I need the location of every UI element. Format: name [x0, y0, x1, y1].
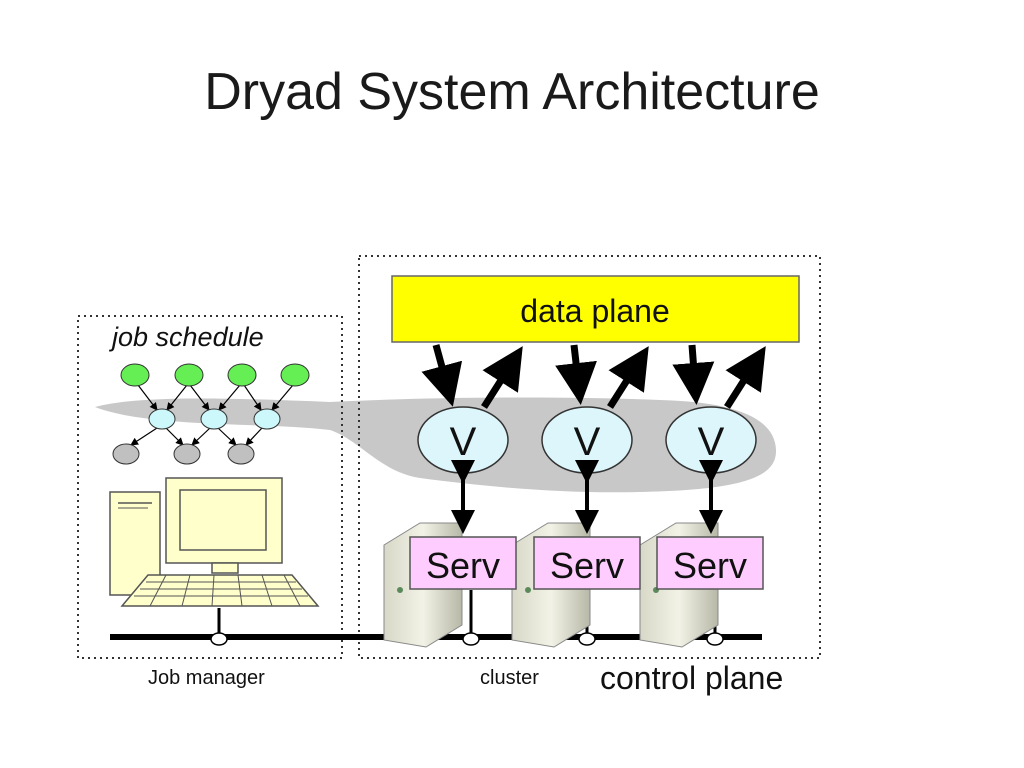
- data-arrow-up-1: [481, 346, 523, 409]
- job-manager-boundary: [77, 315, 343, 659]
- vertex-label-2: V: [574, 420, 601, 464]
- graph-node-mid-2: [200, 408, 228, 430]
- cluster-label: cluster: [480, 667, 539, 689]
- server-box-1: [409, 536, 517, 590]
- bus-connector: [706, 632, 724, 646]
- data-arrow-down-3: [672, 344, 715, 405]
- data-arrow-up-3: [724, 346, 766, 409]
- bus-connector: [210, 632, 228, 646]
- job-manager-label: Job manager: [148, 667, 265, 689]
- graph-node-bottom-3: [227, 443, 255, 465]
- bus-connector: [578, 632, 596, 646]
- job-schedule-graph: [130, 384, 294, 446]
- graph-node-mid-3: [253, 408, 281, 430]
- server-label-1: Serv: [426, 545, 500, 586]
- server-label-2: Serv: [550, 545, 624, 586]
- vertex-label-3: V: [698, 420, 725, 464]
- server-label-3: Serv: [673, 545, 747, 586]
- data-arrow-down-1: [421, 344, 463, 407]
- server-box-2: [533, 536, 641, 590]
- graph-node-bottom-2: [173, 443, 201, 465]
- job-schedule-label: job schedule: [112, 322, 264, 352]
- graph-node-top-4: [280, 363, 310, 387]
- graph-node-mid-1: [148, 408, 176, 430]
- data-plane-box: [391, 275, 800, 343]
- page-title: Dryad System Architecture: [204, 63, 820, 121]
- data-plane-label: data plane: [520, 293, 669, 329]
- server-box-3: [656, 536, 764, 590]
- graph-node-bottom-1: [112, 443, 140, 465]
- vertex-label-1: V: [450, 420, 477, 464]
- graph-node-top-3: [227, 363, 257, 387]
- bus-connector: [462, 632, 480, 646]
- data-arrow-up-2: [607, 346, 649, 409]
- computer-icon: [109, 477, 320, 607]
- cluster-boundary: [358, 255, 821, 659]
- graph-node-top-1: [120, 363, 150, 387]
- graph-node-top-2: [174, 363, 204, 387]
- control-plane-label: control plane: [600, 660, 784, 696]
- data-arrow-down-2: [555, 344, 597, 405]
